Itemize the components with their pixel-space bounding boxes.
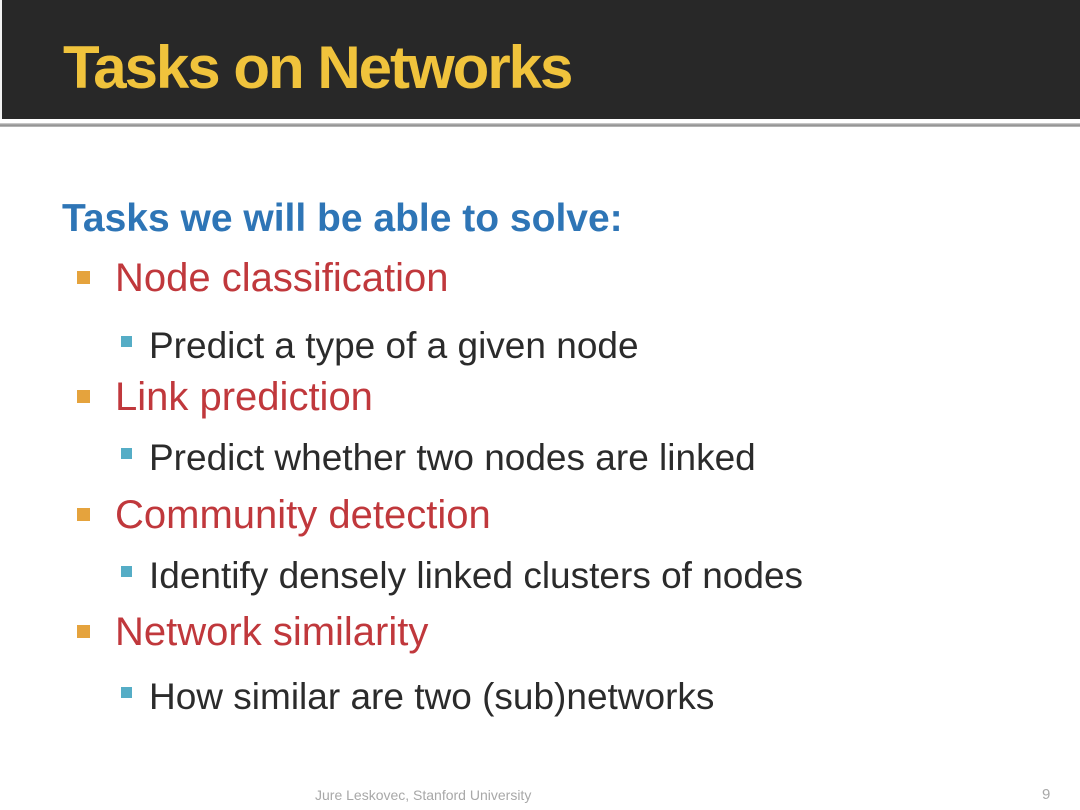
bullet-square-icon bbox=[77, 390, 90, 403]
sub-bullet-square-icon bbox=[121, 566, 132, 577]
footer-credit: Jure Leskovec, Stanford University bbox=[315, 787, 532, 803]
sub-list-item-label: How similar are two (sub)networks bbox=[149, 676, 715, 717]
sub-bullet-square-icon bbox=[121, 448, 132, 459]
list-item-label: Node classification bbox=[115, 256, 449, 300]
sub-bullet-square-icon bbox=[121, 687, 132, 698]
sub-list-item: Predict whether two nodes are linked bbox=[121, 437, 756, 480]
sub-bullet-square-icon bbox=[121, 336, 132, 347]
sub-list-item: How similar are two (sub)networks bbox=[121, 676, 714, 719]
sub-list-item-label: Predict a type of a given node bbox=[149, 325, 639, 366]
bullet-square-icon bbox=[77, 508, 90, 521]
slide-title: Tasks on Networks bbox=[63, 33, 573, 101]
sub-list-item: Predict a type of a given node bbox=[121, 325, 639, 368]
sub-list-item-label: Identify densely linked clusters of node… bbox=[149, 555, 804, 596]
bullet-square-icon bbox=[77, 625, 90, 638]
list-item: Node classification bbox=[77, 255, 449, 301]
sub-list-item-label: Predict whether two nodes are linked bbox=[149, 437, 756, 478]
list-item: Link prediction bbox=[77, 374, 373, 420]
list-item-label: Link prediction bbox=[115, 375, 373, 419]
sub-list-item: Identify densely linked clusters of node… bbox=[121, 555, 803, 598]
header-divider bbox=[0, 123, 1080, 127]
list-item: Community detection bbox=[77, 492, 491, 538]
page-number: 9 bbox=[1042, 786, 1051, 803]
list-item-label: Community detection bbox=[115, 493, 491, 537]
section-heading: Tasks we will be able to solve: bbox=[62, 197, 623, 240]
list-item-label: Network similarity bbox=[115, 610, 429, 654]
list-item: Network similarity bbox=[77, 609, 428, 655]
bullet-square-icon bbox=[77, 271, 90, 284]
title-bar: Tasks on Networks bbox=[0, 0, 1080, 119]
